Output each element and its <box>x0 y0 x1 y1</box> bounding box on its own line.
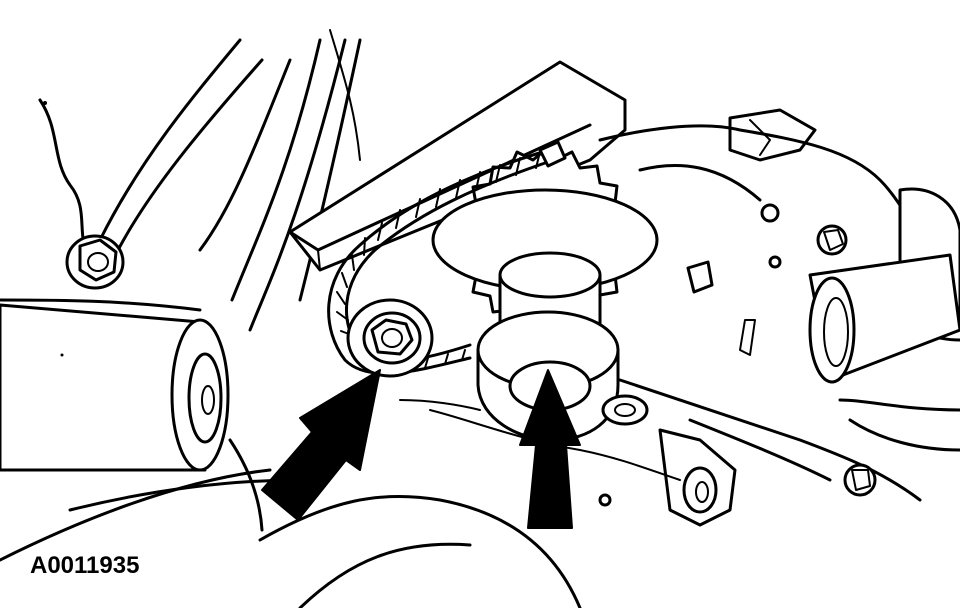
left-cylinder <box>0 303 230 472</box>
housing-bolt-lower <box>843 463 877 497</box>
chain-lug-upper <box>538 140 567 168</box>
ink-specks <box>43 101 64 357</box>
lower-bracket <box>399 399 737 527</box>
pipe-outlet <box>808 253 960 384</box>
housing-bolt-upper <box>816 224 848 256</box>
small-washer <box>601 394 649 426</box>
arrow-right <box>519 369 581 529</box>
arrow-left <box>261 369 381 521</box>
crankshaft-spacer-ring <box>476 310 620 442</box>
figure-id-label: A0011935 <box>30 552 140 579</box>
chain-lug-right <box>686 260 714 294</box>
block-bolt <box>65 234 125 290</box>
sprocket-bolt <box>346 298 434 378</box>
